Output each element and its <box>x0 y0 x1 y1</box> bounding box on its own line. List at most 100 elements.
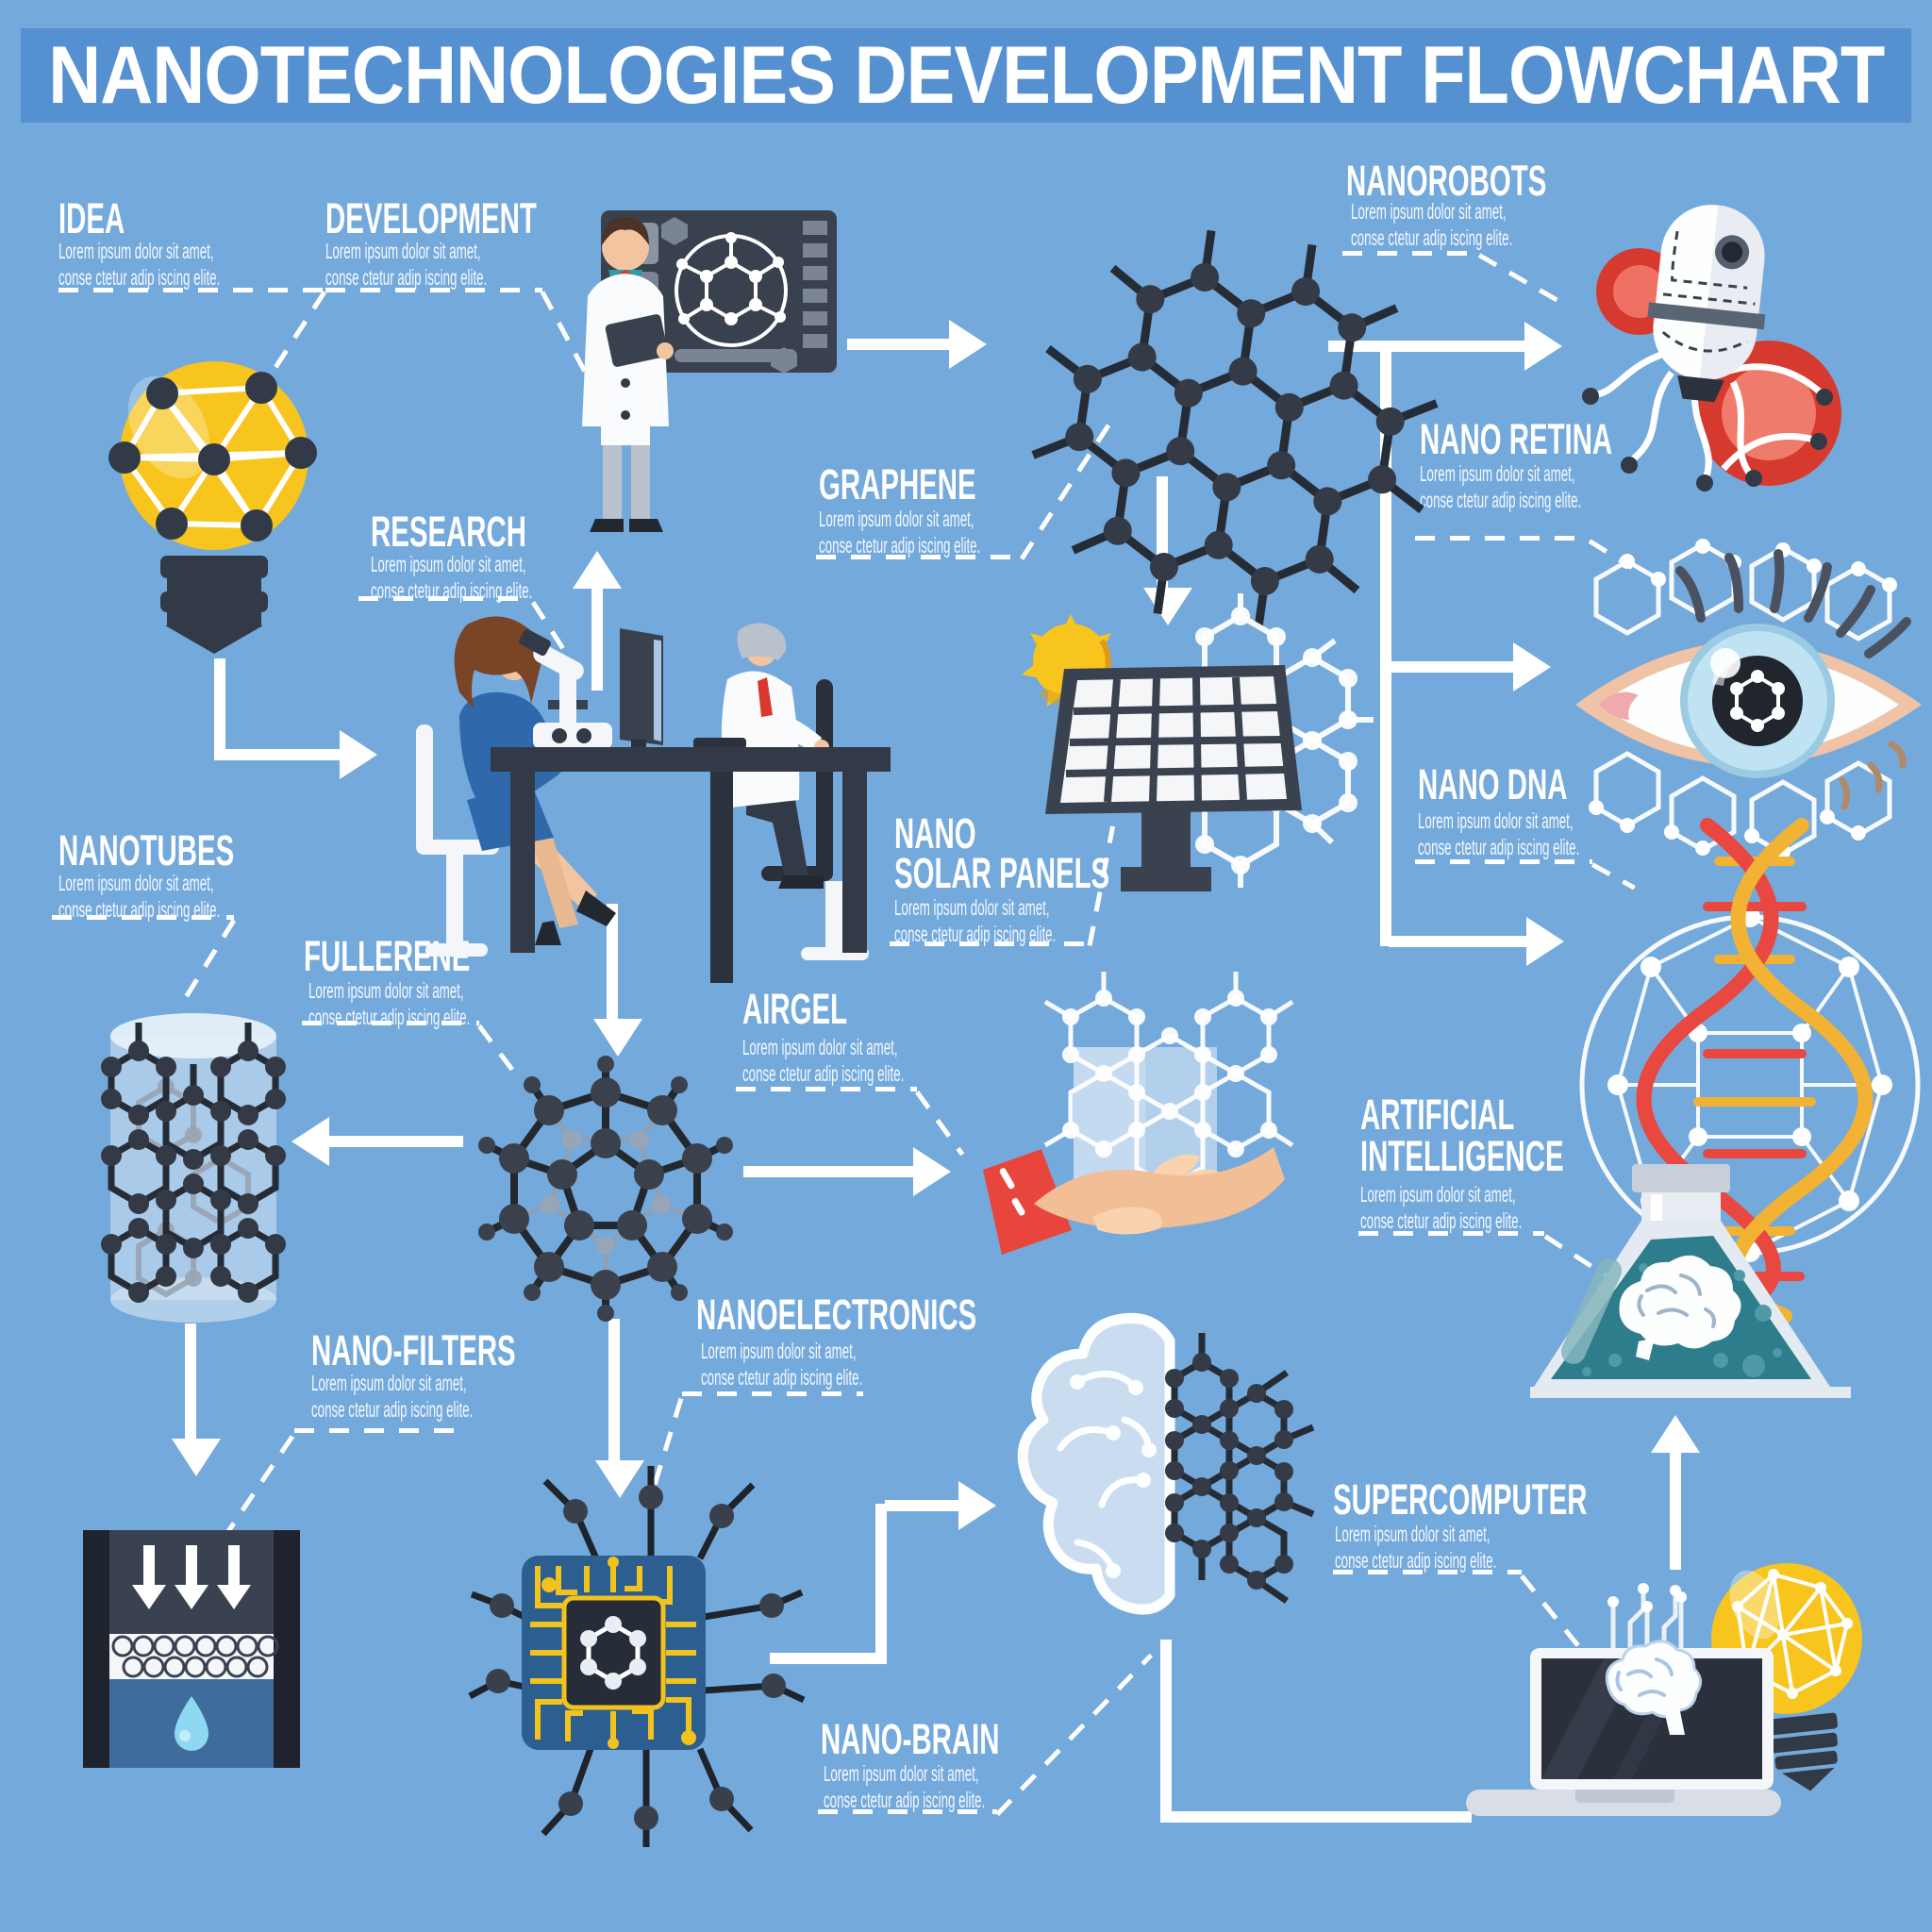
connector-fullerene-airgel <box>743 1166 917 1177</box>
laptop-brain-bulb-icon <box>1455 1533 1898 1825</box>
graphene-dash <box>816 555 1022 559</box>
connector-research-fullerene <box>607 904 618 1021</box>
woman-chair <box>416 724 499 957</box>
header-bar: NANOTECHNOLOGIES DEVELOPMENT FLOWCHART <box>21 28 1911 123</box>
robot-capsule <box>1647 205 1766 403</box>
nano-filter-droplet-icon <box>83 1526 300 1772</box>
connector-idea-research-2 <box>214 749 346 760</box>
nano-brain-caption: Lorem ipsum dolor sit amet, conse ctetur… <box>824 1761 986 1812</box>
pupil <box>1712 656 1803 746</box>
development-label: DEVELOPMENT <box>325 194 537 242</box>
graphene-caption: Lorem ipsum dolor sit amet, conse ctetur… <box>819 507 981 558</box>
connector-chip-brain-3 <box>885 1500 962 1511</box>
arrowhead-research-development <box>573 551 622 589</box>
ai-dash <box>1358 1231 1544 1236</box>
brain-graphene-icon <box>1011 1307 1323 1656</box>
lab-desk-scientists-icon <box>410 613 891 991</box>
arrowhead-research-fullerene <box>593 1019 642 1057</box>
connector-development-graphene <box>847 339 953 350</box>
arrowhead-branch-retina <box>1513 642 1551 691</box>
supercomputer-label: SUPERCOMPUTER <box>1333 1475 1588 1524</box>
graphene-lattice-icon <box>1031 209 1448 662</box>
microscope <box>519 628 612 749</box>
connector-brain-supercomputer-2 <box>1160 1811 1472 1823</box>
nanorobots-dash <box>1342 251 1479 256</box>
nanotube-cylinder-icon <box>99 1008 288 1328</box>
blood-cell-large <box>1696 341 1841 486</box>
arrowhead-fullerene-nanoelectronics <box>595 1460 644 1498</box>
arrowhead-graphene-solar <box>1143 588 1192 625</box>
airgel-dash <box>736 1087 917 1091</box>
arrowhead-chip-brain <box>958 1481 996 1530</box>
nanoelectronics-caption: Lorem ipsum dolor sit amet, conse ctetur… <box>701 1339 863 1390</box>
microchip-molecule-icon <box>468 1466 806 1847</box>
airgel-dash-leader <box>914 1091 965 1157</box>
idea-caption: Lorem ipsum dolor sit amet, conse ctetur… <box>58 238 220 291</box>
connector-chip-brain-1 <box>770 1653 885 1664</box>
chip-core <box>561 1595 666 1710</box>
scientist-figure <box>582 217 674 532</box>
nano-retina-caption: Lorem ipsum dolor sit amet, conse ctetur… <box>1420 461 1582 512</box>
arrowhead-supercomputer-ai <box>1651 1415 1700 1453</box>
connector-chip-brain-2 <box>875 1504 887 1664</box>
arrowhead-idea-research <box>340 730 377 779</box>
nanotubes-label: NANOTUBES <box>58 826 235 874</box>
connector-idea-research <box>214 658 225 755</box>
nano-solar-label-1: NANO <box>894 809 976 858</box>
graphene-label: GRAPHENE <box>819 460 976 508</box>
fullerene-dash <box>302 1021 479 1025</box>
nano-brain-dash <box>818 1809 997 1814</box>
nanorobots-dash-leader <box>1477 253 1568 308</box>
airgel-label: AIRGEL <box>742 985 848 1033</box>
solar-panel <box>1045 665 1302 891</box>
nano-solar-dash <box>890 941 1091 946</box>
research-dash <box>358 596 533 601</box>
nanorobots-label: NANOROBOTS <box>1346 157 1547 205</box>
nano-dna-caption: Lorem ipsum dolor sit amet, conse ctetur… <box>1418 808 1580 859</box>
ai-label-2: INTELLIGENCE <box>1360 1132 1564 1180</box>
laptop <box>1466 1640 1781 1816</box>
nano-retina-label: NANO RETINA <box>1420 415 1613 463</box>
nano-brain-label: NANO-BRAIN <box>821 1715 1000 1763</box>
arrowhead-nanotubes-filters <box>172 1439 221 1476</box>
nano-brain-dash-leader <box>995 1653 1154 1817</box>
nanorobots-caption: Lorem ipsum dolor sit amet, conse ctetur… <box>1351 199 1513 250</box>
idea-caption-line2: conse ctetur adip iscing elite. <box>58 265 221 290</box>
flask-brain <box>1619 1255 1741 1360</box>
filter-flow-arrows <box>132 1545 251 1609</box>
nanorobot-blood-cells-icon <box>1577 193 1889 505</box>
hand <box>983 1147 1285 1255</box>
nanoelectronics-label: NANOELECTRONICS <box>696 1291 977 1339</box>
connector-research-development <box>591 585 603 691</box>
nanotubes-dash <box>52 915 234 920</box>
woman-scientist <box>454 616 616 945</box>
connector-brain-supercomputer-1 <box>1160 1640 1172 1823</box>
desk <box>491 747 891 983</box>
page-title: NANOTECHNOLOGIES DEVELOPMENT FLOWCHART <box>47 29 1885 121</box>
lightbulb-network-icon <box>92 354 337 656</box>
laptop-screen-brain <box>1605 1640 1702 1735</box>
brain-half <box>1017 1312 1175 1615</box>
nano-solar-label-2: SOLAR PANELS <box>894 849 1110 897</box>
hand-airgel-cube-icon <box>981 972 1294 1262</box>
arrowhead-branch-dna <box>1526 917 1564 966</box>
ai-caption: Lorem ipsum dolor sit amet, conse ctetur… <box>1360 1182 1523 1233</box>
idea-label: IDEA <box>58 194 125 242</box>
circuit-traces <box>1610 1591 1684 1651</box>
idea-caption-line1: Lorem ipsum dolor sit amet, <box>58 239 214 263</box>
research-label: RESEARCH <box>371 508 526 556</box>
connector-graphene-nanorobots <box>1328 341 1528 352</box>
nano-dna-label: NANO DNA <box>1418 760 1568 808</box>
eye-molecule-icon <box>1561 539 1932 868</box>
connector-branch-retina <box>1389 661 1517 673</box>
airgel-caption: Lorem ipsum dolor sit amet, conse ctetur… <box>742 1035 905 1086</box>
connector-fullerene-nanotubes <box>325 1136 463 1147</box>
arrowhead-development-graphene <box>949 320 987 369</box>
development-dash <box>325 288 542 292</box>
nano-retina-dash <box>1415 536 1590 541</box>
nanotubes-dash-leader <box>179 919 237 1006</box>
fullerene-sphere-icon <box>464 1045 747 1328</box>
ai-label-1: ARTIFICIAL <box>1360 1091 1515 1139</box>
nano-dna-dash <box>1415 859 1592 864</box>
